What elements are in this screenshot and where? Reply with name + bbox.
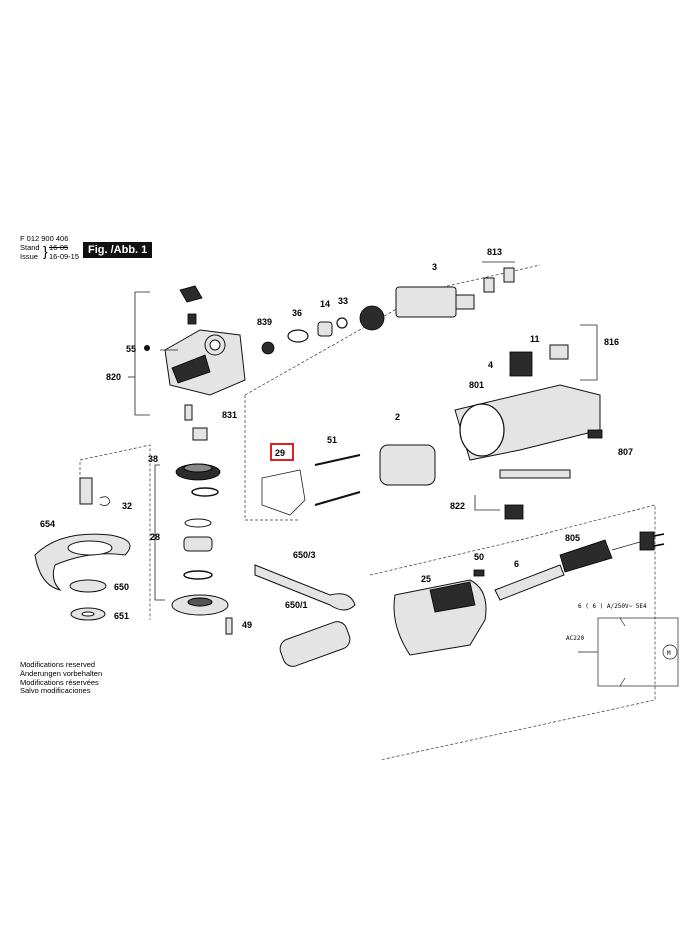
key-32-part [99, 496, 111, 506]
label-839: 839 [257, 317, 272, 327]
figure-label: Fig. /Abb. 1 [83, 242, 153, 258]
modifications-notice: Modifications reserved Änderungen vorbeh… [20, 660, 103, 696]
slide-switch-part [504, 504, 524, 520]
bracket-820 [134, 291, 150, 416]
label-36: 36 [292, 308, 302, 318]
document-code: F 012 900 406 [20, 234, 69, 243]
gear-housing-part [164, 329, 246, 396]
screw-51b-part [314, 491, 361, 506]
label-807: 807 [618, 447, 633, 457]
label-813: 813 [487, 247, 502, 257]
stud-part [184, 404, 193, 421]
auxiliary-handle-part [279, 621, 351, 667]
bush-part [187, 313, 197, 325]
label-38: 38 [148, 454, 158, 464]
label-4: 4 [488, 360, 493, 370]
bearing-813b-part [503, 267, 515, 283]
label-650: 650 [114, 582, 129, 592]
modification-line-es: Salvo modificaciones [20, 686, 91, 696]
label-650-3: 650/3 [293, 550, 316, 560]
label-49: 49 [242, 620, 252, 630]
armature-part [395, 286, 457, 318]
label-55: 55 [126, 344, 136, 354]
switch-4-part [509, 351, 533, 377]
label-29: 29 [275, 448, 285, 458]
handle-group-line [369, 504, 656, 761]
carbon-brush-11-part [549, 344, 569, 360]
label-6: 6 [514, 559, 519, 569]
label-805: 805 [565, 533, 580, 543]
label-51: 51 [327, 435, 337, 445]
armature-group-line [244, 264, 541, 396]
field-part [379, 444, 436, 486]
switch-rod-part [499, 469, 571, 479]
plug-cable-part [559, 539, 613, 573]
bracket-816 [580, 324, 598, 381]
bracket-28 [154, 464, 165, 601]
baffle-29-part [261, 469, 306, 516]
label-651: 651 [114, 611, 129, 621]
label-11: 11 [530, 334, 540, 344]
label-14: 14 [320, 299, 330, 309]
motor-symbol [662, 644, 678, 660]
label-25: 25 [421, 574, 431, 584]
label-650-1: 650/1 [285, 600, 308, 610]
ring-36-part [287, 329, 309, 343]
modification-line-fr: Modifications réservées [20, 677, 99, 687]
spanner-part [254, 564, 356, 611]
fan-part [359, 305, 385, 331]
cap-part [179, 285, 203, 303]
bearing-813a-part [483, 277, 495, 293]
screw-51a-part [314, 454, 361, 466]
label-822: 822 [450, 501, 465, 511]
housing-group-line [244, 395, 300, 521]
bearing-sleeve-part [192, 427, 208, 441]
clamping-flange-part [69, 579, 107, 593]
highlight-box [270, 443, 294, 461]
screw-49-part [225, 617, 233, 635]
label-801: 801 [469, 380, 484, 390]
label-33: 33 [338, 296, 348, 306]
washer-part [184, 518, 212, 528]
label-2: 2 [395, 412, 400, 422]
o-ring-part [183, 570, 213, 580]
label-50: 50 [474, 552, 484, 562]
label-654: 654 [40, 519, 55, 529]
wiring-schematic [578, 617, 679, 687]
modification-line-en: Modifications reserved [20, 660, 96, 669]
cable-protector-part [494, 564, 565, 601]
spindle-group-line [79, 444, 151, 620]
header-bracket: } [43, 243, 48, 259]
label-816: 816 [604, 337, 619, 347]
circlip-33-part [336, 317, 348, 329]
label-820: 820 [106, 372, 121, 382]
stand-label: Stand [20, 243, 40, 252]
modification-line-de: Änderungen vorbehalten [20, 668, 103, 678]
stand-value: 16-05 [49, 243, 69, 252]
schematic-rating: 6 ( 6 ) A/250V~ 5E4 [578, 603, 647, 610]
bracket-822 [474, 495, 500, 511]
bearing-14-part [317, 321, 333, 337]
label-32: 32 [122, 501, 132, 511]
issue-label: Issue [20, 252, 38, 261]
screw-55-part [144, 345, 150, 351]
brush-holder-807-part [587, 429, 603, 439]
schematic-motor-label: M [667, 650, 671, 657]
label-831: 831 [222, 410, 237, 420]
circlip-part [191, 487, 219, 497]
screw-50-part [473, 569, 485, 577]
label-28: 28 [150, 532, 160, 542]
issue-value: 16-09-15 [49, 252, 80, 261]
label-3: 3 [432, 262, 437, 272]
spindle-part [79, 477, 93, 505]
ball-bearing-part [183, 536, 213, 552]
pinion-839-part [261, 341, 275, 355]
schematic-supply: AC220 [566, 635, 584, 642]
